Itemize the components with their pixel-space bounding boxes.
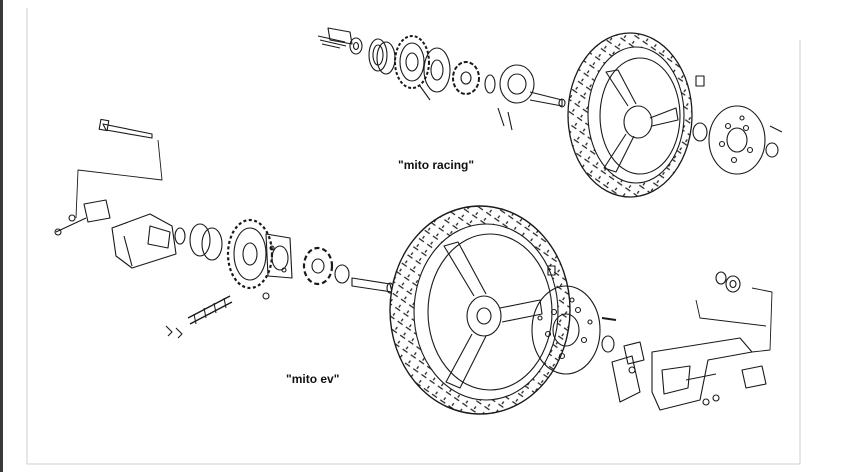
racing-dashes [497, 107, 513, 131]
ev-rim-spokes [443, 241, 543, 389]
ev-circlip [189, 223, 211, 257]
racing-nut [349, 37, 363, 55]
racing-rim-spokes [603, 69, 679, 173]
ev-sprocket [226, 218, 274, 290]
ev-cush-drive [302, 246, 334, 286]
racing-wheel-assembly [317, 27, 783, 198]
racing-spacer-ring [368, 38, 388, 72]
racing-sprocket [394, 35, 430, 89]
racing-hub [499, 64, 566, 108]
ev-caliper-bracket [651, 337, 753, 411]
ev-right-spacer [601, 335, 615, 353]
left-sidebar-edge [0, 0, 3, 472]
ev-chain [165, 292, 270, 339]
ev-wheel-assembly [54, 118, 773, 415]
ev-brake-disc [531, 285, 601, 375]
racing-sprocket-carrier [423, 47, 451, 93]
ev-disc-bolt [601, 317, 617, 321]
racing-seal [484, 74, 496, 94]
ev-valve [547, 265, 556, 276]
ev-sprocket-carrier [265, 233, 293, 279]
label-mito-ev: "mito ev" [286, 372, 340, 386]
racing-brake-disc [708, 105, 766, 175]
ev-seal [334, 264, 350, 284]
ev-hub-axle [351, 277, 394, 294]
ev-leader-line-right [751, 287, 773, 353]
ev-chain-adjuster [54, 199, 111, 236]
racing-tyre [567, 32, 693, 198]
racing-spacer [692, 122, 708, 142]
ev-axle-bolt [98, 118, 153, 139]
ev-right-adjuster [702, 365, 767, 406]
racing-axle-nut [765, 142, 779, 158]
racing-axle-bolt [317, 27, 353, 49]
racing-cush-drive [452, 61, 480, 95]
ev-leader-line-left [75, 139, 163, 219]
ev-spacer [174, 227, 186, 245]
label-mito-racing: "mito racing" [398, 158, 475, 172]
ev-brake-caliper [611, 341, 645, 403]
racing-valve [695, 75, 705, 87]
ev-axle-nut [715, 271, 741, 293]
ev-swingarm-end [111, 213, 177, 269]
